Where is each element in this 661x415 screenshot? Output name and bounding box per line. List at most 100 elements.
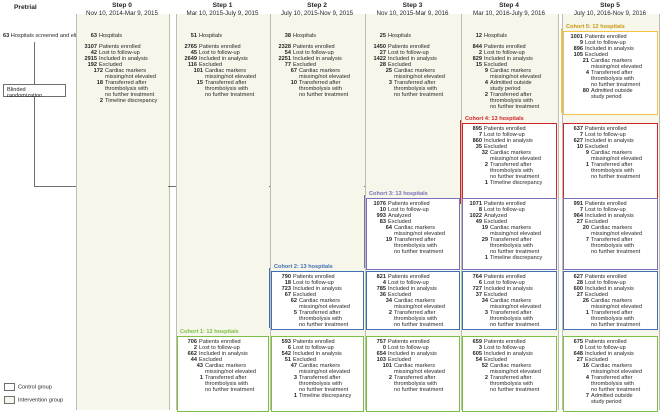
legend-control: Control group xyxy=(4,383,52,391)
step-dates: Nov 10, 2015-Mar 9, 2016 xyxy=(376,10,449,17)
exclusion-label: Timeline discrepancy xyxy=(490,255,543,261)
exclusion-label: Transferred after xyxy=(299,80,341,86)
exclusion-label: Transferred after xyxy=(490,92,532,98)
exclusion-value: 64 xyxy=(385,225,392,231)
count-label: Included in analysis xyxy=(585,286,634,292)
count-label: Included in analysis xyxy=(585,46,634,52)
count-label: Included in analysis xyxy=(199,351,248,357)
exclusion-label: thrombolysis with xyxy=(394,243,437,249)
exclusion-label: no further treatment xyxy=(591,174,641,180)
count-label: Included in analysis xyxy=(99,56,148,62)
count-label: Lost to follow-up xyxy=(388,207,429,213)
exclusion-value: 19 xyxy=(385,237,392,243)
exclusion-label: Cardiac markers xyxy=(299,68,341,74)
exclusion-label: Transferred after xyxy=(490,237,532,243)
exclusion-label: missing/not elevated xyxy=(591,156,642,162)
exclusion-label: thrombolysis with xyxy=(591,381,634,387)
exclusion-label: missing/not elevated xyxy=(591,304,642,310)
count-label: Patients enrolled xyxy=(293,44,335,50)
exclusion-label: missing/not elevated xyxy=(299,304,350,310)
count-value: 593 xyxy=(281,339,291,345)
count-label: Excluded xyxy=(484,292,508,298)
count-value: 1001 xyxy=(570,34,583,40)
count-value: 83 xyxy=(379,219,386,225)
count-label: Excluded xyxy=(585,219,609,225)
count-value: 7 xyxy=(478,132,482,138)
count-value: 4 xyxy=(382,280,386,286)
exclusion-label: study period xyxy=(490,86,521,92)
exclusion-value: 2 xyxy=(388,375,392,381)
exclusion-label: Admitted outside xyxy=(591,393,633,399)
count-label: Lost to follow-up xyxy=(484,132,525,138)
count-value: 3107 xyxy=(84,44,97,50)
exclusion-value: 21 xyxy=(582,58,589,64)
count-value: 993 xyxy=(376,213,386,219)
count-label: Lost to follow-up xyxy=(585,280,626,286)
count-value: 1071 xyxy=(469,201,482,207)
count-value: 2649 xyxy=(184,56,197,62)
cohort-label: Cohort 5: 12 hospitals xyxy=(566,24,625,30)
count-label: Excluded xyxy=(585,52,609,58)
exclusion-value: 1 xyxy=(484,180,488,186)
step-arrow xyxy=(364,186,365,187)
count-label: Excluded xyxy=(484,144,508,150)
exclusion-value: 80 xyxy=(582,88,589,94)
count-label: Excluded xyxy=(484,219,508,225)
exclusion-value: 62 xyxy=(290,298,297,304)
count-value: 2915 xyxy=(84,56,97,62)
count-value: 0 xyxy=(382,345,386,351)
count-value: 790 xyxy=(281,274,291,280)
count-value: 896 xyxy=(573,46,583,52)
legend-intervention: Intervention group xyxy=(4,396,63,404)
count-value: 54 xyxy=(284,50,291,56)
count-label: Patients enrolled xyxy=(293,274,335,280)
hospitals-label: Hospitals xyxy=(484,33,508,39)
exclusion-label: no further treatment xyxy=(490,387,540,393)
count-value: 895 xyxy=(472,126,482,132)
randomization-connector xyxy=(34,97,35,186)
exclusion-label: no further treatment xyxy=(394,92,444,98)
exclusion-label: Cardiac markers xyxy=(299,363,341,369)
count-label: Excluded xyxy=(199,62,223,68)
exclusion-value: 4 xyxy=(484,80,488,86)
exclusion-label: no further treatment xyxy=(591,249,641,255)
exclusion-label: thrombolysis with xyxy=(299,381,342,387)
exclusion-label: thrombolysis with xyxy=(394,316,437,322)
count-value: 27 xyxy=(576,292,583,298)
exclusion-value: 9 xyxy=(484,68,488,74)
